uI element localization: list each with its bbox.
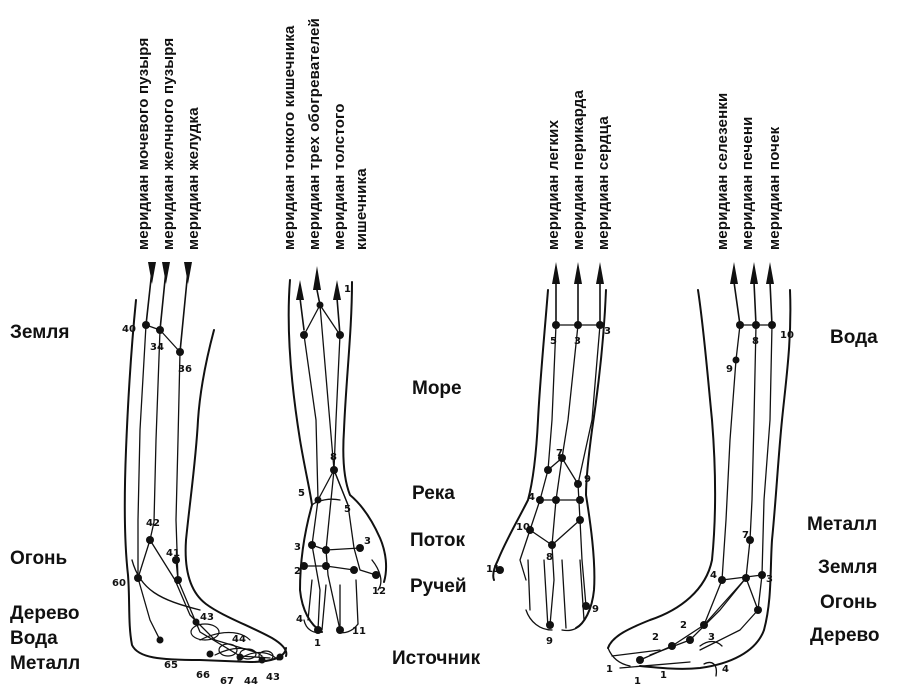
right-element-label: Огонь	[820, 592, 877, 614]
point-number: 44	[232, 634, 246, 645]
center-point-label: Источник	[392, 648, 480, 670]
point-number: 7	[556, 448, 563, 459]
point-number: 4	[722, 664, 729, 675]
point-number: 12	[372, 586, 386, 597]
right-element-label: Земля	[818, 557, 877, 579]
point-number: 3	[708, 632, 715, 643]
point-number: 10	[516, 522, 530, 533]
center-point-label: Ручей	[410, 576, 467, 598]
right-element-label: Вода	[830, 327, 878, 349]
point-number: 1	[660, 670, 667, 681]
point-number: 1	[634, 676, 641, 687]
point-number: 9	[726, 364, 733, 375]
point-number: 4	[296, 614, 303, 625]
point-number: 65	[164, 660, 178, 671]
left-element-label: Вода	[10, 628, 58, 650]
point-number: 10	[780, 330, 794, 341]
left-element-label: Дерево	[10, 603, 80, 625]
point-number: 5	[344, 504, 351, 515]
leg-2-figure: 9 8 10 7 4 3 2 3 2 1 1 1 4	[606, 262, 794, 687]
point-number: 3	[766, 574, 773, 585]
point-number: 66	[196, 670, 210, 681]
point-number: 42	[146, 518, 160, 529]
point-number: 2	[652, 632, 659, 643]
arm-2-figure: 5 3 3 7 4 9 8 10 11 9 9	[486, 262, 611, 647]
point-number: 36	[178, 364, 192, 375]
point-number: 9	[546, 636, 553, 647]
point-number: 43	[266, 672, 280, 683]
center-point-label: Поток	[410, 530, 465, 552]
point-number: 44	[244, 676, 258, 687]
point-number: 8	[752, 336, 759, 347]
point-number: 9	[584, 474, 591, 485]
point-number: 3	[294, 542, 301, 553]
point-number: 8	[546, 552, 553, 563]
point-number: 1	[314, 638, 321, 649]
point-number: 4	[528, 492, 535, 503]
point-number: 2	[294, 566, 301, 577]
point-number: 67	[220, 676, 234, 687]
leg-1-figure: 40 34 36 42 41 60 43 44 65 66 67 44 43	[112, 262, 286, 687]
right-element-label: Дерево	[810, 625, 880, 647]
point-number: 60	[112, 578, 126, 589]
point-number: 5	[550, 336, 557, 347]
point-number: 2	[680, 620, 687, 631]
left-element-label: Огонь	[10, 548, 67, 570]
point-number: 4	[710, 570, 717, 581]
point-number: 1	[344, 284, 351, 295]
point-number: 1	[606, 664, 613, 675]
left-element-label: Металл	[10, 653, 80, 675]
point-number: 3	[364, 536, 371, 547]
arm-1-figure: 1 8 5 5 3 2 3 4 1 11 12	[289, 266, 386, 649]
point-number: 41	[166, 548, 180, 559]
point-number: 3	[604, 326, 611, 337]
point-number: 11	[486, 564, 500, 575]
point-number: 43	[200, 612, 214, 623]
point-number: 40	[122, 324, 136, 335]
left-element-label: Земля	[10, 322, 69, 344]
point-number: 8	[330, 452, 337, 463]
point-number: 34	[150, 342, 164, 353]
center-point-label: Река	[412, 483, 455, 505]
point-number: 7	[742, 530, 749, 541]
right-element-label: Металл	[807, 514, 877, 536]
center-point-label: Море	[412, 378, 462, 400]
point-number: 3	[574, 336, 581, 347]
point-number: 9	[592, 604, 599, 615]
point-number: 11	[352, 626, 366, 637]
point-number: 5	[298, 488, 305, 499]
